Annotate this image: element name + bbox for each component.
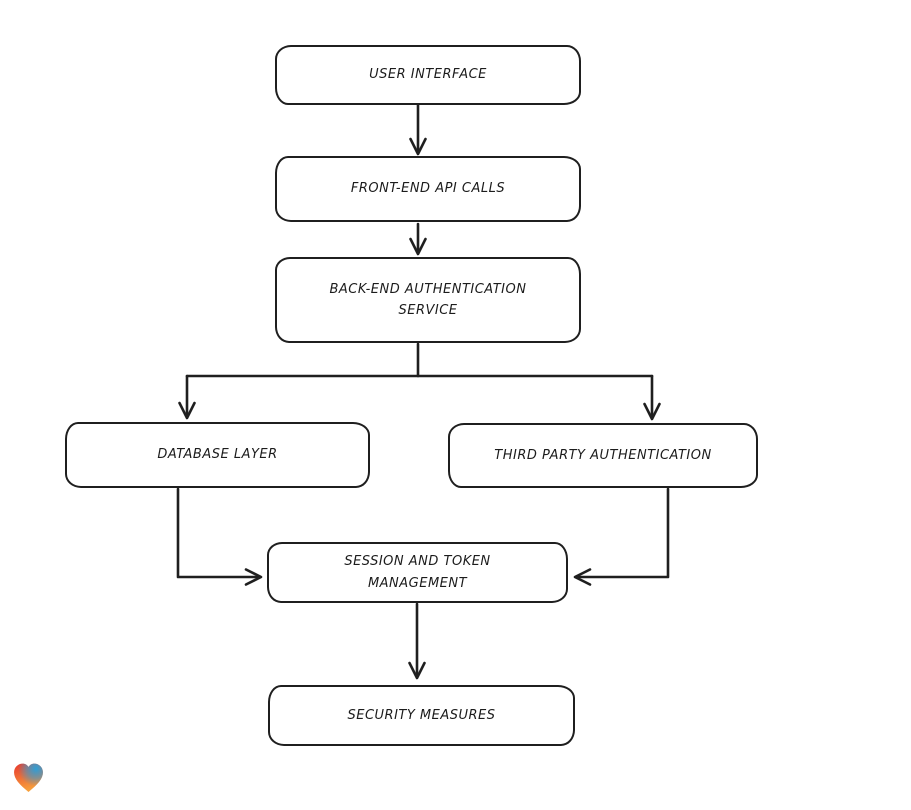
node-front-end-api-calls: FRONT-END API CALLS: [275, 156, 581, 222]
node-label: THIRD PARTY AUTHENTICATION: [494, 447, 712, 463]
node-label: BACK-END AUTHENTICATION SERVICE: [329, 281, 527, 318]
node-label: SECURITY MEASURES: [347, 707, 496, 723]
edge-thirdparty-to-session: [573, 487, 670, 586]
node-label: DATABASE LAYER: [157, 447, 278, 463]
edge-frontend-to-backend: [409, 222, 427, 256]
heart-gradient-logo[interactable]: [10, 759, 47, 796]
node-label: SESSION AND TOKEN MANAGEMENT: [344, 554, 491, 591]
edge-ui-to-frontend: [409, 103, 427, 156]
node-label: USER INTERFACE: [369, 67, 487, 83]
edge-backend-branch: [178, 342, 661, 421]
node-user-interface: USER INTERFACE: [275, 45, 581, 105]
node-label: FRONT-END API CALLS: [350, 181, 506, 197]
edge-database-to-session: [176, 487, 263, 586]
node-database-layer: DATABASE LAYER: [65, 422, 370, 488]
node-security-measures: SECURITY MEASURES: [268, 685, 575, 746]
node-back-end-authentication-service: BACK-END AUTHENTICATION SERVICE: [275, 257, 581, 343]
node-third-party-authentication: THIRD PARTY AUTHENTICATION: [448, 423, 758, 488]
node-session-and-token-management: SESSION AND TOKEN MANAGEMENT: [267, 542, 568, 603]
edge-session-to-security: [408, 602, 426, 680]
